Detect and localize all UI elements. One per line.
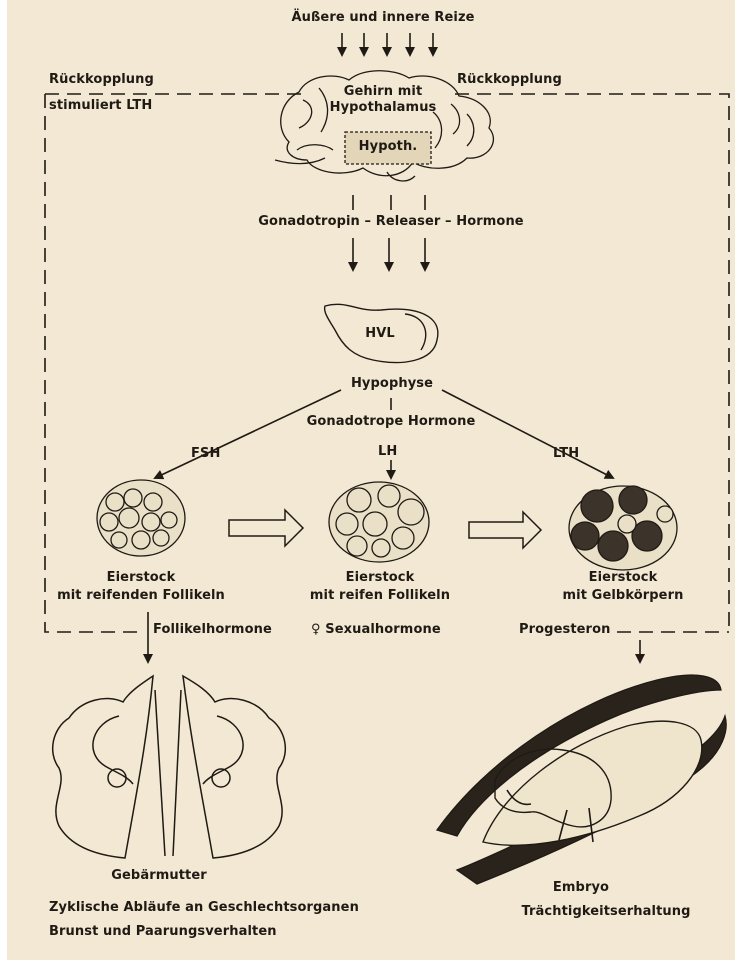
embryo-label: Embryo [553,880,609,896]
gonadotrope-label: Gonadotrope Hormone [307,414,476,430]
hypothalamus-label: Hypoth. [359,139,418,155]
hypophyse-label: Hypophyse [351,376,433,392]
pregnancy-label: Trächtigkeitserhaltung [521,904,690,920]
uterus-label: Gebärmutter [111,868,207,884]
ovary-3-label: Eierstock [589,570,658,586]
ovary-1-illustration [97,480,185,556]
sexualhormone-label: ♀ Sexualhormone [311,622,441,638]
ovary-1-label: Eierstock [107,570,176,586]
embryo-illustration [437,675,726,884]
lth-arrow [442,390,613,478]
ovary-1-sub-label: mit reifenden Follikeln [57,588,225,604]
hvl-label: HVL [365,326,395,342]
feedback-label-right: Rückkopplung [457,72,562,88]
ovary-3-sub-label: mit Gelbkörpern [563,588,684,604]
brain-label: Gehirn mit [344,84,423,100]
cycle-label: Zyklische Abläufe an Geschlechtsorganen [49,900,359,916]
ovary-2-label: Eierstock [346,570,415,586]
stimulates-lth-label: stimuliert LTH [49,98,152,114]
behavior-label: Brunst und Paarungsverhalten [49,924,277,940]
fsh-label: FSH [191,446,220,462]
progesteron-label: Progesteron [519,622,610,638]
ovary-2-illustration [329,482,429,562]
ovary-2-sub-label: mit reifen Follikeln [310,588,450,604]
uterus-illustration [53,676,286,858]
fsh-arrow [155,390,341,478]
ovary-3-illustration [569,486,677,570]
follikelhormone-label: Follikelhormone [153,622,272,638]
feedback-label-left: Rückkopplung [49,72,154,88]
diagram-page: Äußere und innere Reize Rückkopplung Rüc… [7,0,735,960]
stimuli-label: Äußere und innere Reize [291,10,474,26]
releaser-label: Gonadotropin – Releaser – Hormone [258,214,523,230]
lth-label: LTH [553,446,579,462]
stimulus-arrows [342,33,433,55]
releaser-arrows [353,238,425,270]
brain-label-2: Hypothalamus [330,100,437,116]
lh-label: LH [378,444,397,460]
